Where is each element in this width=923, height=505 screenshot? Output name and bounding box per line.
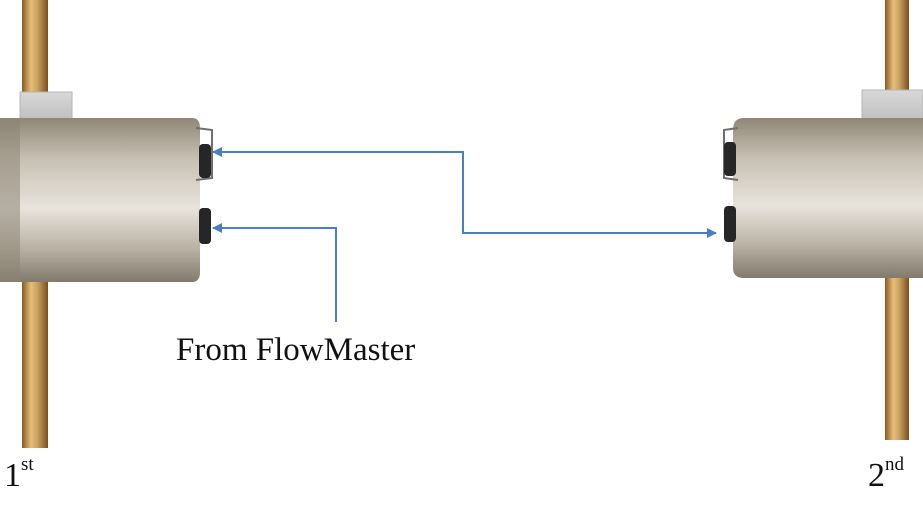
second-upper-connector-icon bbox=[724, 142, 736, 176]
from-flowmaster-label: From FlowMaster bbox=[176, 332, 416, 368]
flow-line-between-devices bbox=[212, 147, 714, 234]
second-cylinder-body bbox=[733, 118, 923, 278]
first-cylinder-body bbox=[0, 118, 200, 282]
first-upper-connector-icon bbox=[199, 144, 211, 178]
second-upper-brass-pipe bbox=[885, 0, 909, 96]
flow-line-from-flowmaster bbox=[212, 223, 337, 322]
first-number: 1 bbox=[4, 457, 21, 494]
first-lower-brass-pipe bbox=[22, 270, 48, 448]
second-lower-brass-pipe bbox=[885, 268, 909, 440]
first-device-label: 1st bbox=[4, 455, 34, 494]
second-suffix: nd bbox=[885, 454, 904, 475]
second-device-label: 2nd bbox=[868, 455, 904, 494]
first-fitting-cap bbox=[19, 91, 73, 123]
first-upper-brass-pipe bbox=[22, 0, 48, 100]
first-lower-connector-icon bbox=[199, 208, 211, 244]
first-device bbox=[0, 0, 213, 448]
second-device bbox=[723, 0, 923, 440]
first-suffix: st bbox=[21, 454, 34, 475]
second-number: 2 bbox=[868, 457, 885, 494]
second-lower-connector-icon bbox=[724, 206, 736, 242]
